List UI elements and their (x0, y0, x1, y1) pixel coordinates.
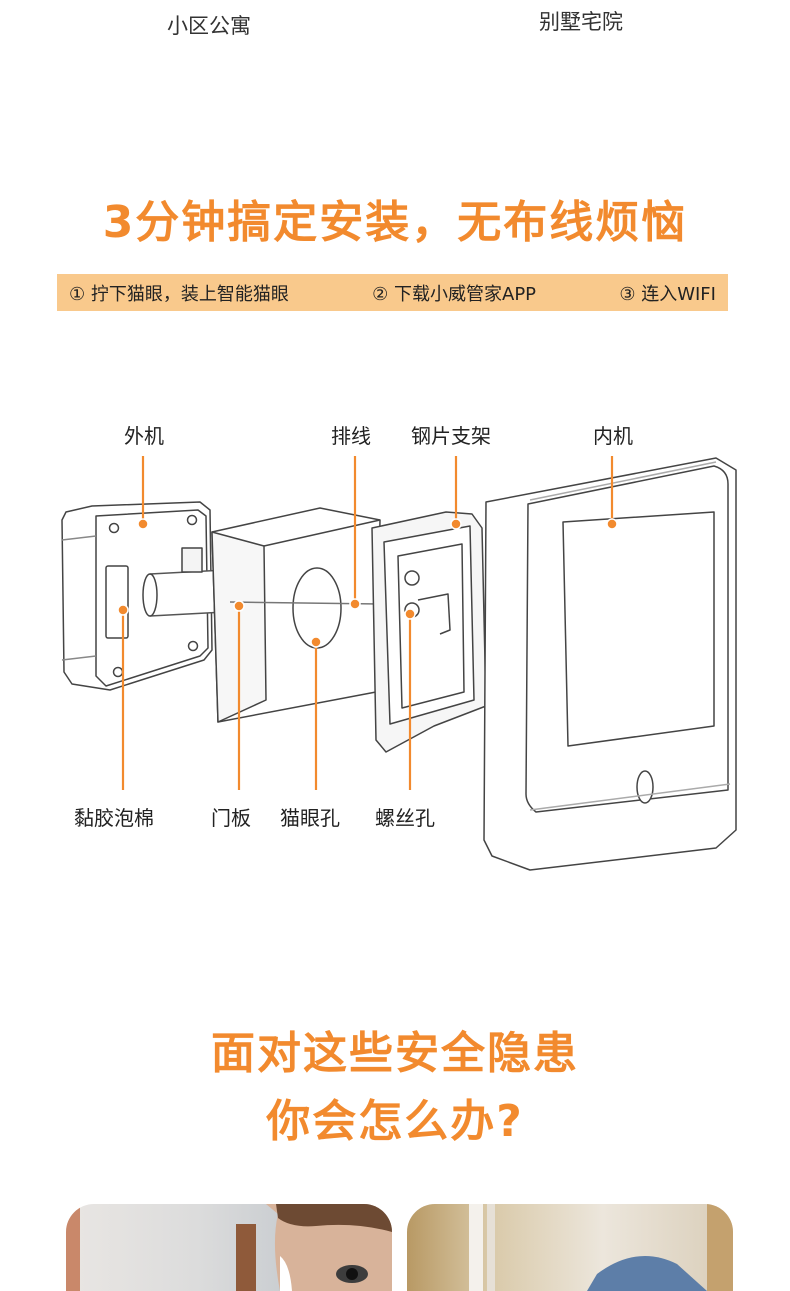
door-panel-illustration (211, 507, 381, 723)
label-steel-bracket: 钢片支架 (411, 424, 491, 448)
install-steps-bar: ① 拧下猫眼，装上智能猫眼 ② 下载小威管家APP ③ 连入WIFI (57, 274, 728, 311)
label-door-panel: 门板 (211, 806, 251, 830)
label-inner-unit: 内机 (593, 424, 633, 448)
category-apartment: 小区公寓 (167, 14, 251, 38)
intruder-illustration (66, 1204, 392, 1291)
door-intruder-illustration (469, 1204, 733, 1291)
headline-line-2: 你会怎么办? (266, 1096, 524, 1148)
step-1: ① 拧下猫眼，装上智能猫眼 (69, 283, 289, 305)
photo-door-intruder (407, 1204, 733, 1291)
label-screw-hole: 螺丝孔 (375, 806, 435, 830)
steel-bracket-illustration (371, 511, 487, 753)
label-adhesive-foam: 黏胶泡棉 (74, 806, 154, 830)
installation-diagram (61, 456, 737, 871)
label-peephole: 猫眼孔 (280, 806, 340, 830)
label-cable: 排线 (331, 424, 371, 448)
label-outer-unit: 外机 (124, 424, 164, 448)
photo-masked-intruder (66, 1204, 392, 1291)
step-2: ② 下载小威管家APP (372, 283, 537, 305)
inner-unit-illustration (483, 457, 737, 871)
headline-line-1: 面对这些安全隐患 (211, 1028, 579, 1079)
install-headline: 3分钟搞定安装，无布线烦恼 (102, 197, 688, 248)
security-question-headline: 面对这些安全隐患 你会怎么办? (0, 1020, 790, 1156)
category-villa: 别墅宅院 (539, 10, 623, 34)
step-3: ③ 连入WIFI (619, 283, 716, 305)
